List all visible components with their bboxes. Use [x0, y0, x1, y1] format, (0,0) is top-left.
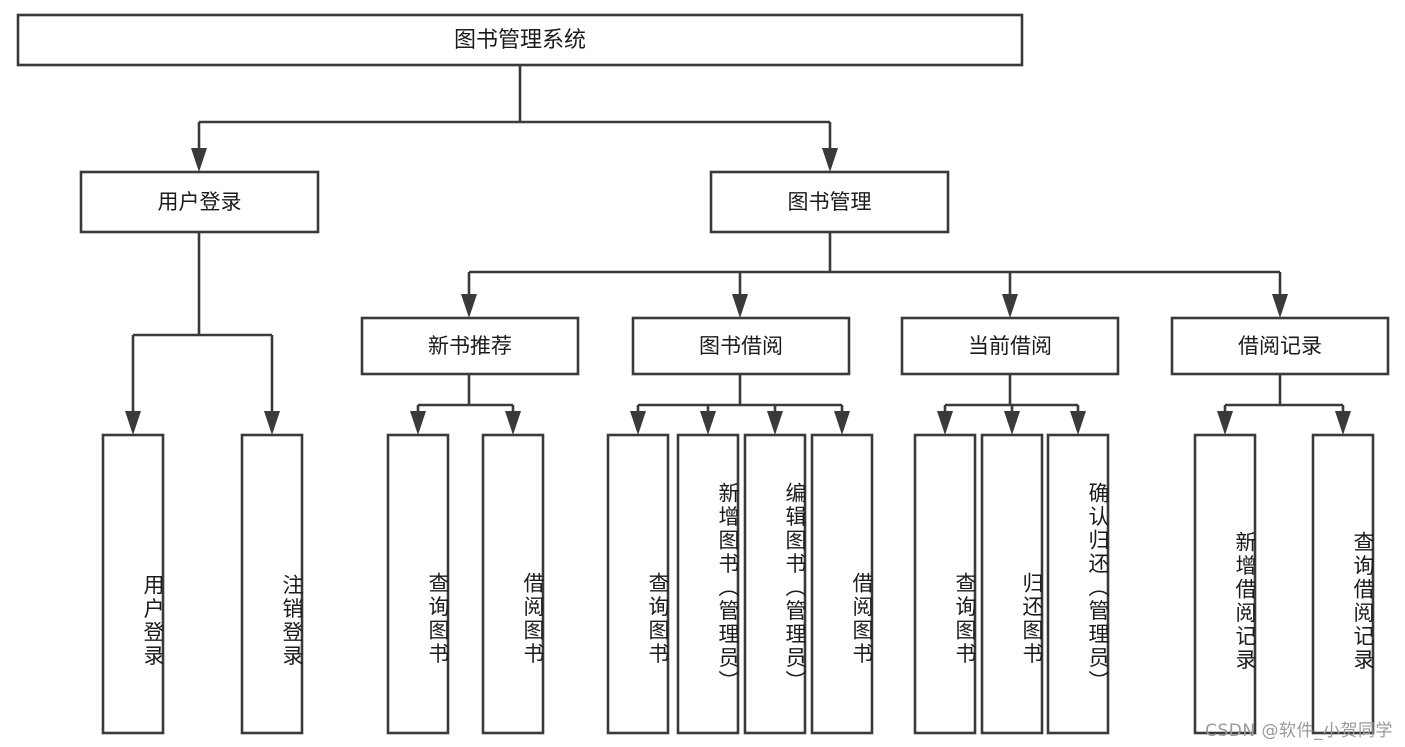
connector-layer — [125, 65, 1351, 435]
leaf-user-login-box[interactable] — [101, 433, 165, 735]
arrow-currentborrow-to-confirm — [1070, 411, 1086, 435]
node-user-login-label: 用户登录 — [158, 190, 242, 214]
leaf-box-layer — [101, 433, 1375, 735]
arrow-bookborrow-to-add — [700, 411, 716, 435]
node-borrow-record-label: 借阅记录 — [1238, 334, 1322, 358]
leaf-query-book-recommend-box[interactable] — [386, 433, 450, 735]
node-current-borrow[interactable]: 当前借阅 — [900, 316, 1120, 376]
arrow-borrowrecord-to-add — [1217, 411, 1233, 435]
arrow-bookborrow-to-borrow — [834, 411, 850, 435]
arrow-root-to-book-management — [822, 148, 838, 172]
leaf-add-book-admin-box[interactable] — [676, 433, 740, 735]
node-current-borrow-label: 当前借阅 — [968, 334, 1052, 358]
node-book-management-box[interactable] — [709, 170, 950, 234]
arrow-bm-to-borrow-record — [1272, 294, 1288, 318]
node-new-book-recommend[interactable]: 新书推荐 — [360, 316, 580, 376]
node-borrow-record[interactable]: 借阅记录 — [1170, 316, 1390, 376]
arrow-userlogin-to-leaf-user-login — [125, 411, 141, 435]
arrow-currentborrow-to-query — [937, 411, 953, 435]
arrow-recommend-to-borrow — [505, 411, 521, 435]
leaf-borrow-book-box[interactable] — [810, 433, 874, 735]
csdn-watermark: CSDN @软件_小贺同学 — [1205, 721, 1393, 741]
node-user-login-box[interactable] — [79, 170, 320, 234]
arrow-bm-to-book-borrow — [732, 294, 748, 318]
leaf-borrow-book-recommend-box[interactable] — [481, 433, 545, 735]
leaf-query-book-borrow-box[interactable] — [606, 433, 670, 735]
arrow-userlogin-to-leaf-logout — [264, 411, 280, 435]
arrow-bookborrow-to-edit — [767, 411, 783, 435]
node-new-book-recommend-box[interactable] — [360, 316, 580, 376]
arrow-currentborrow-to-return — [1004, 411, 1020, 435]
leaf-logout-box[interactable] — [240, 433, 304, 735]
arrow-recommend-to-query — [410, 411, 426, 435]
node-book-management-label: 图书管理 — [788, 190, 872, 214]
node-root[interactable]: 图书管理系统 — [16, 13, 1024, 67]
node-current-borrow-box[interactable] — [900, 316, 1120, 376]
node-root-box[interactable] — [16, 13, 1024, 67]
leaf-return-book-box[interactable] — [980, 433, 1044, 735]
leaf-query-book-current-box[interactable] — [913, 433, 977, 735]
node-book-borrow[interactable]: 图书借阅 — [631, 316, 851, 376]
arrow-bm-to-new-book-recommend — [461, 294, 477, 318]
node-user-login[interactable]: 用户登录 — [79, 170, 320, 234]
leaf-confirm-return-admin-box[interactable] — [1046, 433, 1110, 735]
node-borrow-record-box[interactable] — [1170, 316, 1390, 376]
arrow-root-to-user-login — [191, 148, 207, 172]
node-new-book-recommend-label: 新书推荐 — [428, 334, 512, 358]
arrow-bm-to-current-borrow — [1002, 294, 1018, 318]
leaf-edit-book-admin-box[interactable] — [743, 433, 807, 735]
arrow-borrowrecord-to-query — [1335, 411, 1351, 435]
arrow-bookborrow-to-query — [630, 411, 646, 435]
node-root-label: 图书管理系统 — [454, 28, 586, 53]
leaf-add-borrow-record-box[interactable] — [1193, 433, 1257, 735]
leaf-query-borrow-record-box[interactable] — [1311, 433, 1375, 735]
node-book-management[interactable]: 图书管理 — [709, 170, 950, 234]
node-book-borrow-label: 图书借阅 — [699, 334, 783, 358]
node-book-borrow-box[interactable] — [631, 316, 851, 376]
